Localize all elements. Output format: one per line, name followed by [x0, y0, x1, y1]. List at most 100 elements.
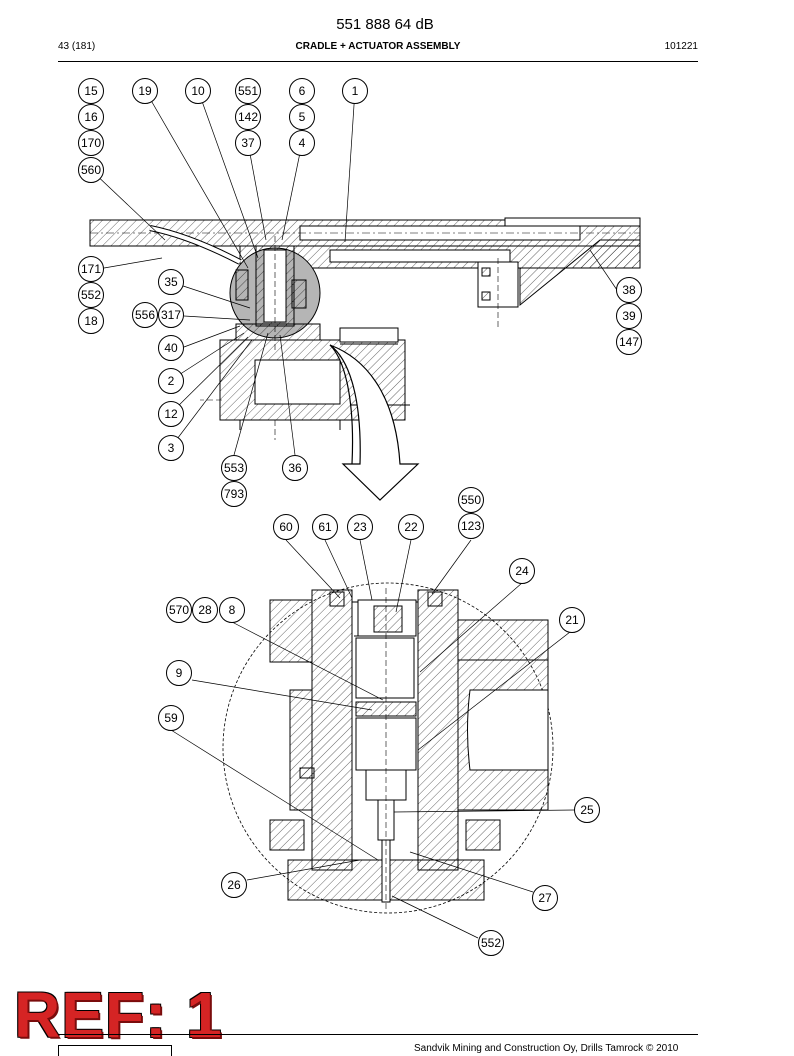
callout-171: 171: [78, 256, 104, 282]
document-number: 551 888 64 dB: [336, 16, 434, 33]
callout-36: 36: [282, 455, 308, 481]
section-title: CRADLE + ACTUATOR ASSEMBLY: [295, 41, 461, 52]
svg-text:26: 26: [227, 878, 241, 892]
callout-123: 123: [458, 513, 484, 539]
upper-leader-lines: [90, 89, 618, 456]
ref-stamp: REF: 1: [14, 979, 223, 1051]
callout-3: 3: [158, 435, 184, 461]
svg-text:1: 1: [352, 84, 359, 98]
callout-550: 550: [458, 487, 484, 513]
svg-text:552: 552: [81, 288, 101, 302]
svg-text:12: 12: [164, 407, 178, 421]
callout-170: 170: [78, 130, 104, 156]
svg-text:28: 28: [198, 603, 212, 617]
svg-text:23: 23: [353, 520, 367, 534]
housing-left-wall: [311, 589, 353, 871]
lower-leader-lines: [170, 539, 575, 939]
svg-text:556: 556: [135, 308, 155, 322]
svg-text:171: 171: [81, 262, 101, 276]
svg-text:123: 123: [461, 519, 481, 533]
footer-logo: [58, 1045, 172, 1056]
callout-553: 553: [221, 455, 247, 481]
callout-556: 556: [132, 302, 158, 328]
callout-4: 4: [289, 130, 315, 156]
svg-text:6: 6: [299, 84, 306, 98]
callout-40: 40: [158, 335, 184, 361]
housing-right-wall: [417, 589, 459, 871]
footer-copyright: Sandvik Mining and Construction Oy, Dril…: [414, 1043, 679, 1054]
callout-61: 61: [312, 514, 338, 540]
page-header: CRADLE + ACTUATOR ASSEMBLY 43 (181) 1012…: [58, 41, 698, 55]
upper-cradle-view: [89, 217, 641, 501]
svg-text:4: 4: [299, 136, 306, 150]
svg-text:570: 570: [169, 603, 189, 617]
svg-text:147: 147: [619, 335, 639, 349]
svg-text:9: 9: [176, 666, 183, 680]
svg-text:61: 61: [318, 520, 332, 534]
page-number: 43 (181): [58, 41, 96, 52]
svg-text:59: 59: [164, 711, 178, 725]
svg-text:18: 18: [84, 314, 98, 328]
callout-560: 560: [78, 157, 104, 183]
svg-text:551: 551: [238, 84, 258, 98]
svg-text:36: 36: [288, 461, 302, 475]
callout-balloons-upper: 15 16 170 560 19 10 551 142 37 6 5 4 1 1…: [78, 78, 642, 507]
callout-2: 2: [158, 368, 184, 394]
svg-text:25: 25: [580, 803, 594, 817]
callout-21: 21: [559, 607, 585, 633]
callout-28: 28: [192, 597, 218, 623]
callout-8: 8: [219, 597, 245, 623]
callout-38: 38: [616, 277, 642, 303]
svg-text:15: 15: [84, 84, 98, 98]
svg-text:560: 560: [81, 163, 101, 177]
svg-text:142: 142: [238, 110, 258, 124]
callout-27: 27: [532, 885, 558, 911]
svg-text:22: 22: [404, 520, 418, 534]
base-plate: [235, 323, 321, 341]
top-connector: [373, 605, 403, 633]
callout-147: 147: [616, 329, 642, 355]
svg-text:5: 5: [299, 110, 306, 124]
svg-text:10: 10: [191, 84, 205, 98]
callout-24: 24: [509, 558, 535, 584]
detail-boundary: [222, 582, 554, 914]
svg-text:8: 8: [229, 603, 236, 617]
callout-60: 60: [273, 514, 299, 540]
callout-552-lower: 552: [478, 930, 504, 956]
svg-text:16: 16: [84, 110, 98, 124]
callout-25: 25: [574, 797, 600, 823]
callout-18: 18: [78, 308, 104, 334]
callout-59: 59: [158, 705, 184, 731]
rear-bracket: [519, 239, 641, 307]
callout-142: 142: [235, 104, 261, 130]
callout-570: 570: [166, 597, 192, 623]
callout-16: 16: [78, 104, 104, 130]
callout-6: 6: [289, 78, 315, 104]
callout-552: 552: [78, 282, 104, 308]
svg-text:793: 793: [224, 487, 244, 501]
callout-1: 1: [342, 78, 368, 104]
callout-9: 9: [166, 660, 192, 686]
document-date-code: 101221: [664, 41, 698, 52]
svg-text:37: 37: [241, 136, 255, 150]
left-bolt: [269, 819, 305, 851]
callout-15: 15: [78, 78, 104, 104]
header-divider: [58, 61, 698, 62]
callout-10: 10: [185, 78, 211, 104]
svg-text:21: 21: [565, 613, 579, 627]
svg-text:550: 550: [461, 493, 481, 507]
right-bolt: [465, 819, 501, 851]
svg-text:553: 553: [224, 461, 244, 475]
svg-text:3: 3: [168, 441, 175, 455]
svg-text:39: 39: [622, 309, 636, 323]
callout-35: 35: [158, 269, 184, 295]
callout-39: 39: [616, 303, 642, 329]
svg-text:2: 2: [168, 374, 175, 388]
callout-balloons-lower: 550 123 60 61 23 22 24 570 28 8 21 9 59 …: [158, 487, 600, 956]
callout-19: 19: [132, 78, 158, 104]
callout-793: 793: [221, 481, 247, 507]
actuator-body: [355, 637, 415, 699]
svg-text:40: 40: [164, 341, 178, 355]
lower-detail-view: [222, 582, 554, 914]
